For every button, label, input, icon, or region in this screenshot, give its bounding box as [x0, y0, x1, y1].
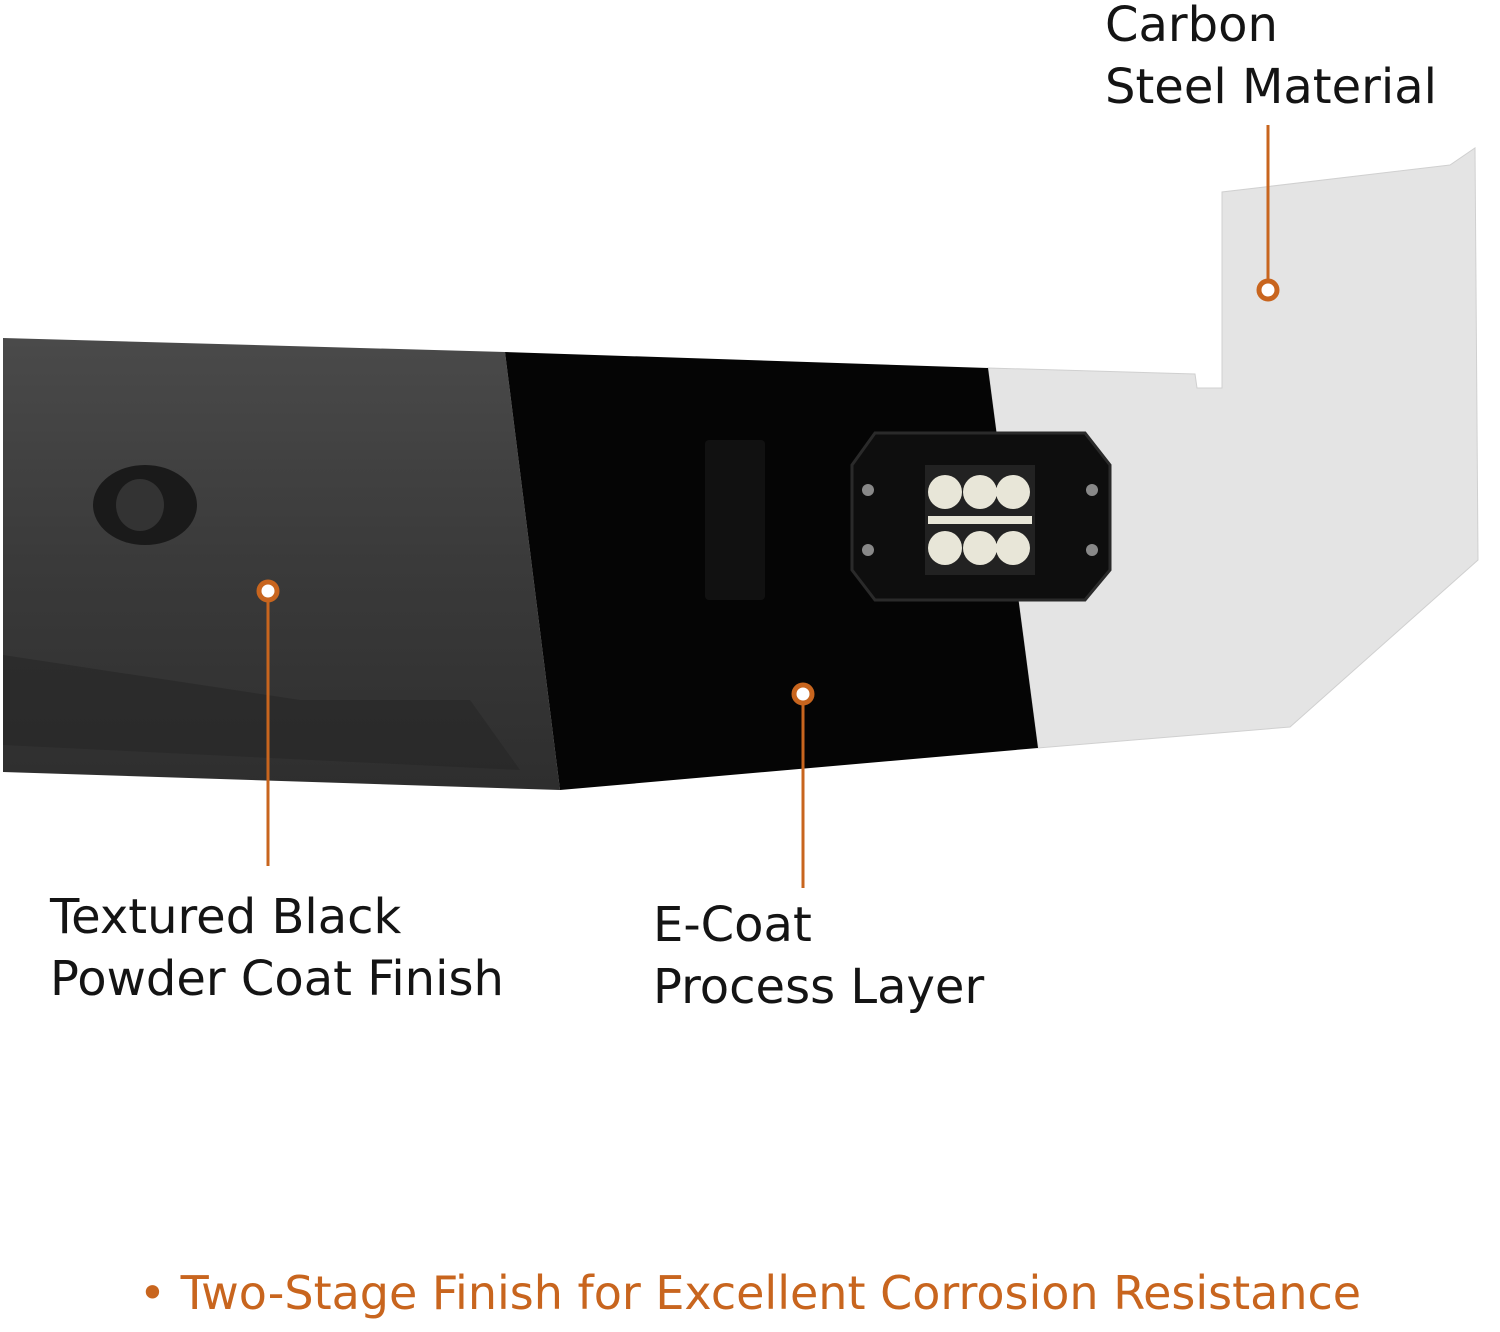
- tagline: • Two-Stage Finish for Excellent Corrosi…: [138, 1266, 1362, 1320]
- sensor-icon: [93, 465, 197, 545]
- ecoat-label-line1: E-Coat: [653, 897, 812, 953]
- carbon-steel-label-line2: Steel Material: [1105, 59, 1437, 115]
- powder-coat-label-line2: Powder Coat Finish: [50, 951, 504, 1007]
- carbon-steel-label: Carbon Steel Material: [1105, 0, 1437, 118]
- powder-coat-label: Textured Black Powder Coat Finish: [50, 886, 504, 1010]
- carbon-steel-label-line1: Carbon: [1105, 0, 1278, 53]
- carbon-steel-section: [987, 147, 1479, 749]
- callout-dot-powder-coat: [256, 579, 280, 603]
- powder-coat-label-line1: Textured Black: [50, 889, 402, 945]
- callout-dot-carbon-steel: [1256, 278, 1280, 302]
- bracket-slot: [705, 440, 765, 600]
- ecoat-label-line2: Process Layer: [653, 959, 985, 1015]
- ecoat-label: E-Coat Process Layer: [653, 894, 984, 1018]
- callout-dot-ecoat: [791, 682, 815, 706]
- powder-coat-bevel: [3, 655, 520, 770]
- led-light-icon: [850, 431, 1112, 602]
